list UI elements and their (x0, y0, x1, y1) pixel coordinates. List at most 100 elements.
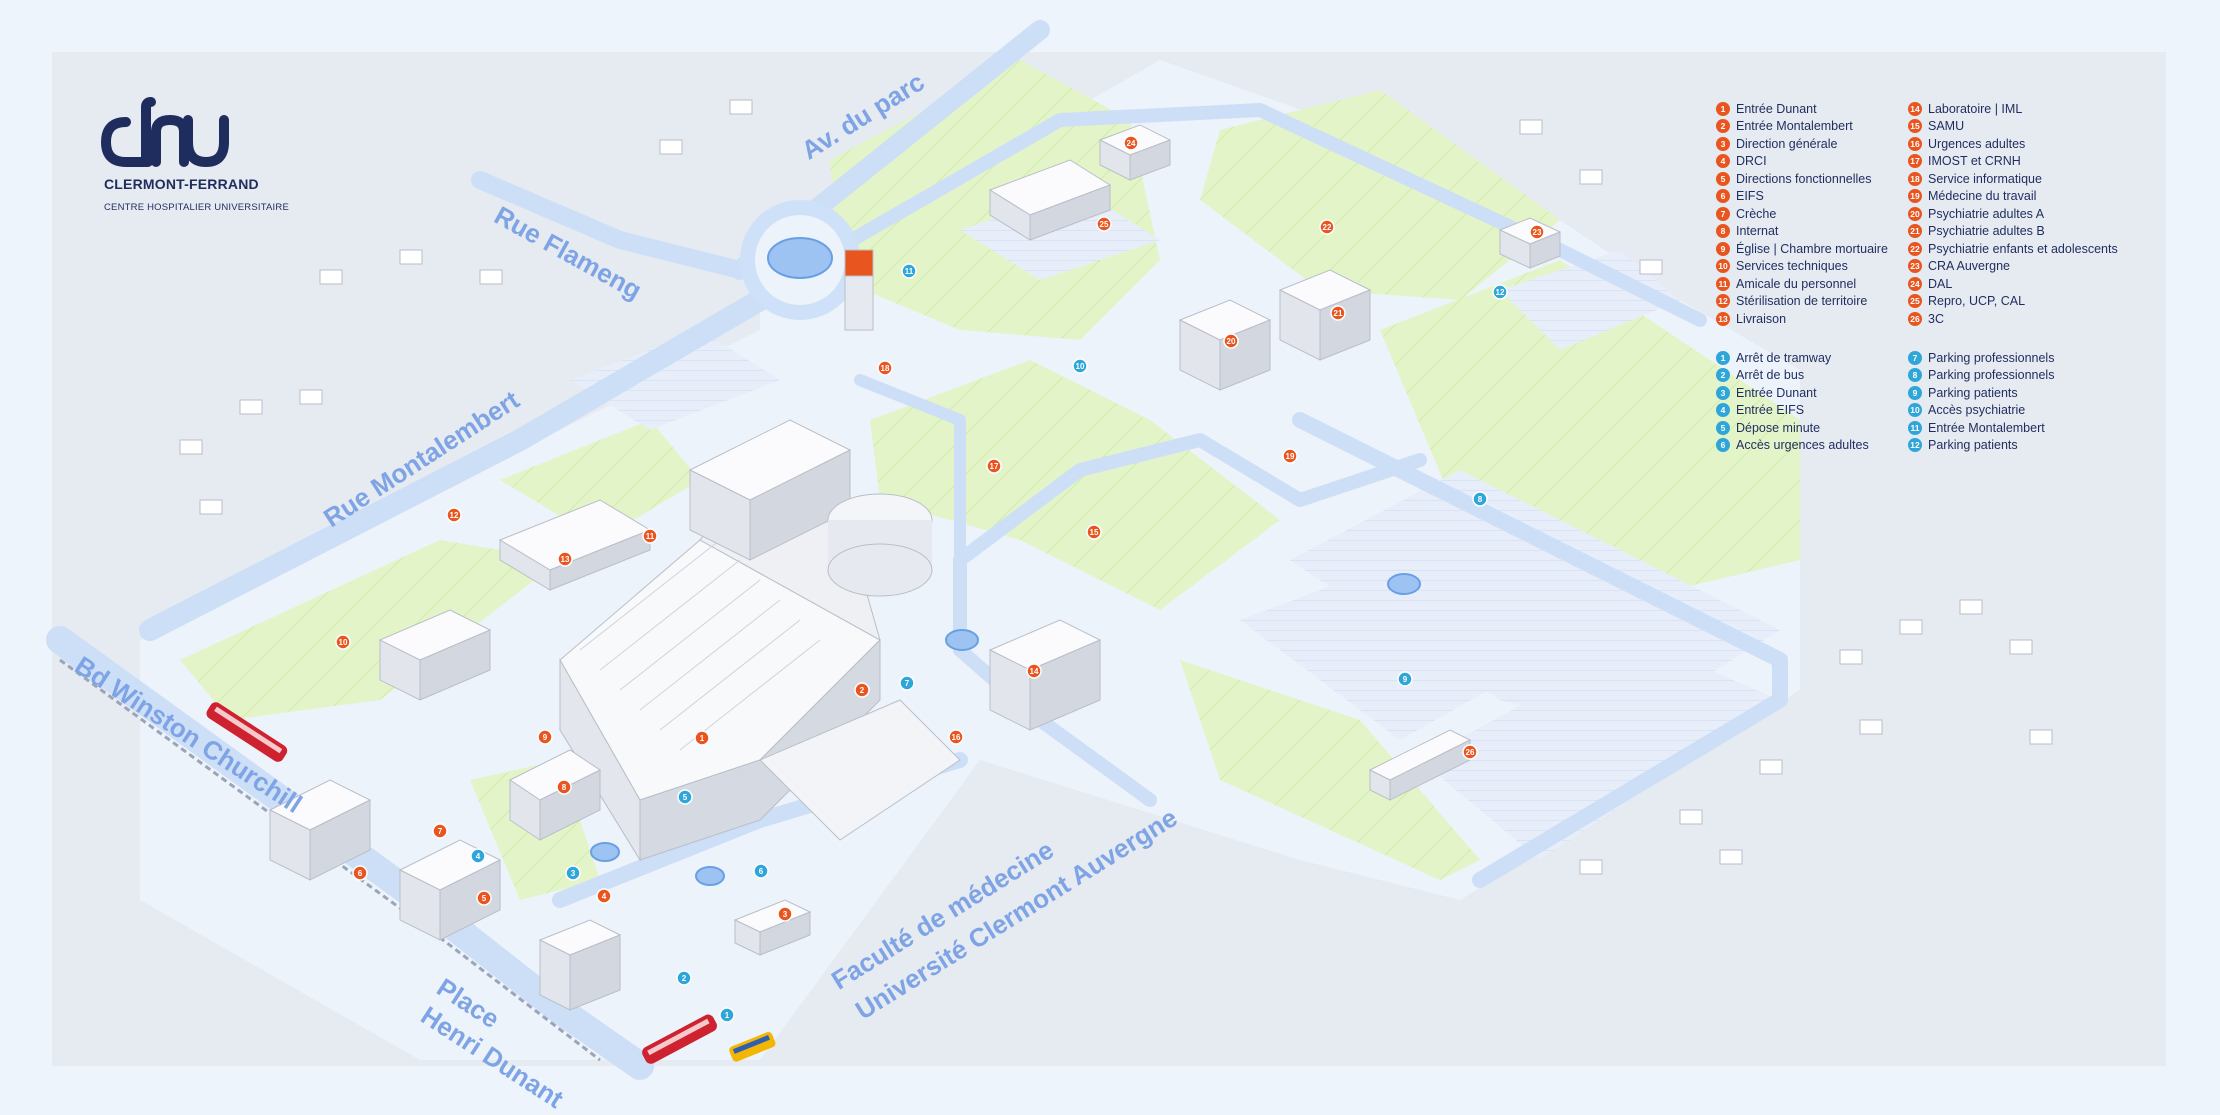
building-marker (1529, 224, 1545, 240)
building-marker-label: 1 (700, 734, 705, 743)
legend-label: Service informatique (1928, 171, 2042, 186)
legend-label: Dépose minute (1736, 420, 1821, 435)
road-bd-winston-churchill (46, 626, 654, 1080)
green-zone-rue-montalembert (500, 420, 700, 540)
building-marker-label: 8 (562, 783, 567, 792)
marker-badge: 1 (1716, 101, 1730, 116)
access-marker (753, 863, 769, 879)
access-marker (901, 263, 917, 279)
building-faculty (688, 419, 852, 561)
building-marker (596, 888, 612, 904)
legend-item: 25 Repro, UCP, CAL (1908, 293, 2118, 311)
marker-badge: 5 (1716, 171, 1730, 186)
legend-label: Entrée Montalembert (1928, 420, 2045, 435)
legend-label: Direction générale (1736, 136, 1838, 151)
marker-badge: 14 (1908, 101, 1922, 116)
building-marker-label: 15 (1090, 528, 1099, 537)
building-marker-label: 18 (881, 364, 890, 373)
marker-badge: 24 (1908, 276, 1922, 291)
road-avenue-center (854, 374, 966, 656)
access-marker (1492, 284, 1508, 300)
marker-badge: 22 (1908, 241, 1922, 256)
building-3c (1368, 729, 1472, 801)
legend-label: Parking professionnels (1928, 368, 2055, 383)
building-marker-label: 24 (1127, 139, 1136, 148)
building-marker-label: 11 (646, 532, 655, 541)
building-marker-label: 25 (1100, 220, 1109, 229)
building-marker (1026, 663, 1042, 679)
building-marker-label: 16 (952, 733, 961, 742)
marker-badge: 8 (1716, 224, 1730, 239)
building-marker-label: 26 (1466, 748, 1475, 757)
pond (767, 237, 833, 279)
access-marker-label: 1 (725, 1011, 730, 1020)
building-marker-label: 12 (450, 511, 459, 520)
marker-badge: 9 (1908, 385, 1922, 400)
marker-badge: 10 (1716, 259, 1730, 274)
access-marker (677, 789, 693, 805)
building-marker-label: 7 (438, 827, 443, 836)
marker-badge: 1 (1716, 350, 1730, 365)
access-marker (1072, 358, 1088, 374)
main-hospital (559, 459, 961, 862)
marker-badge: 7 (1716, 206, 1730, 221)
building-marker (986, 458, 1002, 474)
building-marker-label: 23 (1533, 228, 1542, 237)
legend-label: Repro, UCP, CAL (1928, 294, 2026, 309)
building-marker (642, 528, 658, 544)
access-marker-label: 4 (476, 852, 481, 861)
access-marker (719, 1007, 735, 1023)
roundabout-east (1387, 573, 1421, 595)
building-marker (948, 729, 964, 745)
building-eifs (268, 779, 372, 881)
marker-badge: 3 (1716, 385, 1730, 400)
legend-label: Laboratoire | IML (1928, 101, 2023, 116)
access-marker-label: 2 (682, 974, 687, 983)
legend-label: 3C (1928, 311, 1944, 326)
access-marker-label: 3 (571, 869, 576, 878)
marker-badge: 25 (1908, 294, 1922, 309)
houses (179, 99, 2053, 875)
legend-label: Parking patients (1928, 438, 2018, 453)
building-marker (1319, 219, 1335, 235)
legend-item: 3 Direction générale (1716, 135, 1888, 153)
logo-title: CLERMONT-FERRAND (104, 176, 259, 192)
marker-badge: 3 (1716, 136, 1730, 151)
building-marker-label: 4 (602, 892, 607, 901)
legend-label: Médecine du travail (1928, 189, 2037, 204)
marker-badge: 13 (1716, 311, 1730, 326)
marker-badge: 2 (1716, 368, 1730, 383)
building-livraison (498, 499, 652, 591)
legend-label: Accès psychiatrie (1928, 403, 2026, 418)
marker-badge: 17 (1908, 154, 1922, 169)
tram (642, 1014, 717, 1064)
legend-label: Entrée EIFS (1736, 403, 1805, 418)
green-zone-center (870, 360, 1280, 610)
marker-badge: 9 (1716, 241, 1730, 256)
road-east (1292, 412, 1788, 888)
building-marker (1282, 448, 1298, 464)
building-marker-label: 22 (1323, 223, 1332, 232)
marker-badge: 4 (1716, 154, 1730, 169)
building-marker (476, 890, 492, 906)
legend-label: Arrêt de bus (1736, 368, 1805, 383)
access-marker-label: 11 (905, 267, 914, 276)
building-marker-label: 21 (1334, 309, 1343, 318)
building-marker-label: 10 (339, 638, 348, 647)
legend-label: Urgences adultes (1928, 136, 2026, 151)
